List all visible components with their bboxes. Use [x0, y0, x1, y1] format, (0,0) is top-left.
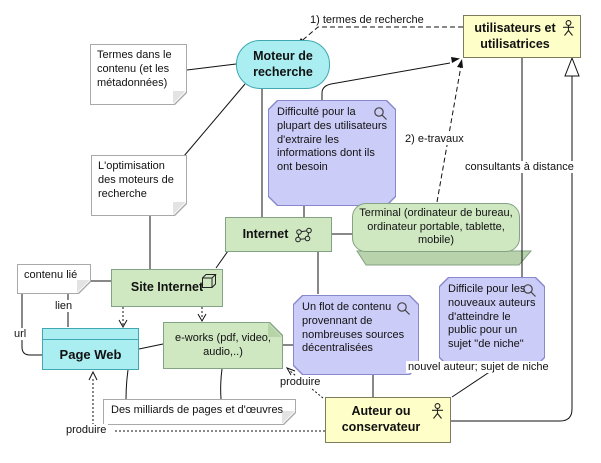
node-internet-text: Internet: [242, 226, 289, 241]
node-terminal-text: Terminal (ordinateur de bureau, ordinate…: [359, 206, 513, 247]
arrowhead: [451, 57, 460, 63]
note-contenu-lie[interactable]: contenu lié: [17, 264, 91, 294]
problem-note-text: Un flot de contenu provennant de nombreu…: [302, 301, 405, 355]
generalization-triangle: [564, 56, 580, 77]
node-utilisateurs-text: utilisateurs et utilisatrices: [474, 20, 556, 51]
magnifier-icon: [522, 283, 537, 298]
edge-label-consultants-a-distance[interactable]: consultants à distance: [463, 161, 576, 173]
edge-label-url[interactable]: url: [12, 328, 29, 340]
note-optimisation-moteurs[interactable]: L'optimisation des moteurs de recherche: [91, 155, 187, 216]
node-page-web[interactable]: Page Web: [42, 328, 139, 370]
note-optimisation-text: L'optimisation des moteurs de recherche: [98, 160, 174, 200]
note-termes-contenu[interactable]: Termes dans le contenu (et les métadonné…: [90, 44, 187, 105]
node-terminal[interactable]: Terminal (ordinateur de bureau, ordinate…: [352, 203, 520, 252]
terminal-stand-shape: [356, 250, 533, 266]
edge-label-nouvel-auteur[interactable]: nouvel auteur; sujet de niche: [406, 361, 551, 373]
network-icon: [295, 227, 313, 242]
edge-label-e-travaux[interactable]: 2) e-travaux: [403, 133, 466, 145]
cube-icon: [202, 274, 217, 288]
actor-icon: [563, 20, 574, 36]
magnifier-icon: [396, 301, 411, 316]
node-auteur-conservateur[interactable]: Auteur ou conservateur: [325, 397, 451, 443]
problem-note-text: Difficulté pour la plupart des utilisate…: [277, 106, 388, 173]
problem-note-difficulte-extraction[interactable]: Difficulté pour la plupart des utilisate…: [268, 100, 396, 206]
edge-label-lien[interactable]: lien: [53, 300, 75, 312]
node-auteur-text: Auteur ou conservateur: [341, 404, 421, 434]
note-contenu-lie-text: contenu lié: [24, 269, 78, 281]
page-web-compartment: [43, 329, 138, 340]
note-milliards-text: Des milliards de pages et d'œuvres: [111, 404, 284, 416]
edge-label-termes-de-recherche[interactable]: 1) termes de recherche: [308, 14, 426, 26]
arrowhead: [457, 59, 463, 68]
node-eworks-text: e-works (pdf, video, audio,..): [175, 331, 271, 358]
actor-icon: [432, 403, 443, 419]
node-eworks[interactable]: e-works (pdf, video, audio,..): [163, 322, 283, 369]
note-termes-contenu-text: Termes dans le contenu (et les métadonné…: [97, 49, 172, 89]
node-site-internet[interactable]: Site Internet: [111, 269, 223, 307]
node-page-web-text: Page Web: [59, 346, 122, 362]
edge-label-produire-page[interactable]: produire: [64, 424, 109, 436]
node-moteur-text: Moteur de recherche: [253, 48, 313, 79]
magnifier-icon: [373, 106, 388, 121]
node-internet[interactable]: Internet: [225, 217, 332, 252]
note-milliards-pages[interactable]: Des milliards de pages et d'œuvres: [103, 399, 296, 425]
problem-note-nouveaux-auteurs[interactable]: Difficile pour les nouveaux auteurs d'at…: [439, 277, 545, 367]
edge-label-produire-eworks[interactable]: produire: [278, 376, 323, 388]
node-moteur-de-recherche[interactable]: Moteur de recherche: [236, 40, 330, 89]
problem-note-flot-de-contenu[interactable]: Un flot de contenu provennant de nombreu…: [293, 295, 419, 375]
node-utilisateurs[interactable]: utilisateurs et utilisatrices: [463, 15, 581, 58]
problem-note-text: Difficile pour les nouveaux auteurs d'at…: [448, 283, 536, 350]
node-site-internet-text: Site Internet: [130, 280, 204, 295]
